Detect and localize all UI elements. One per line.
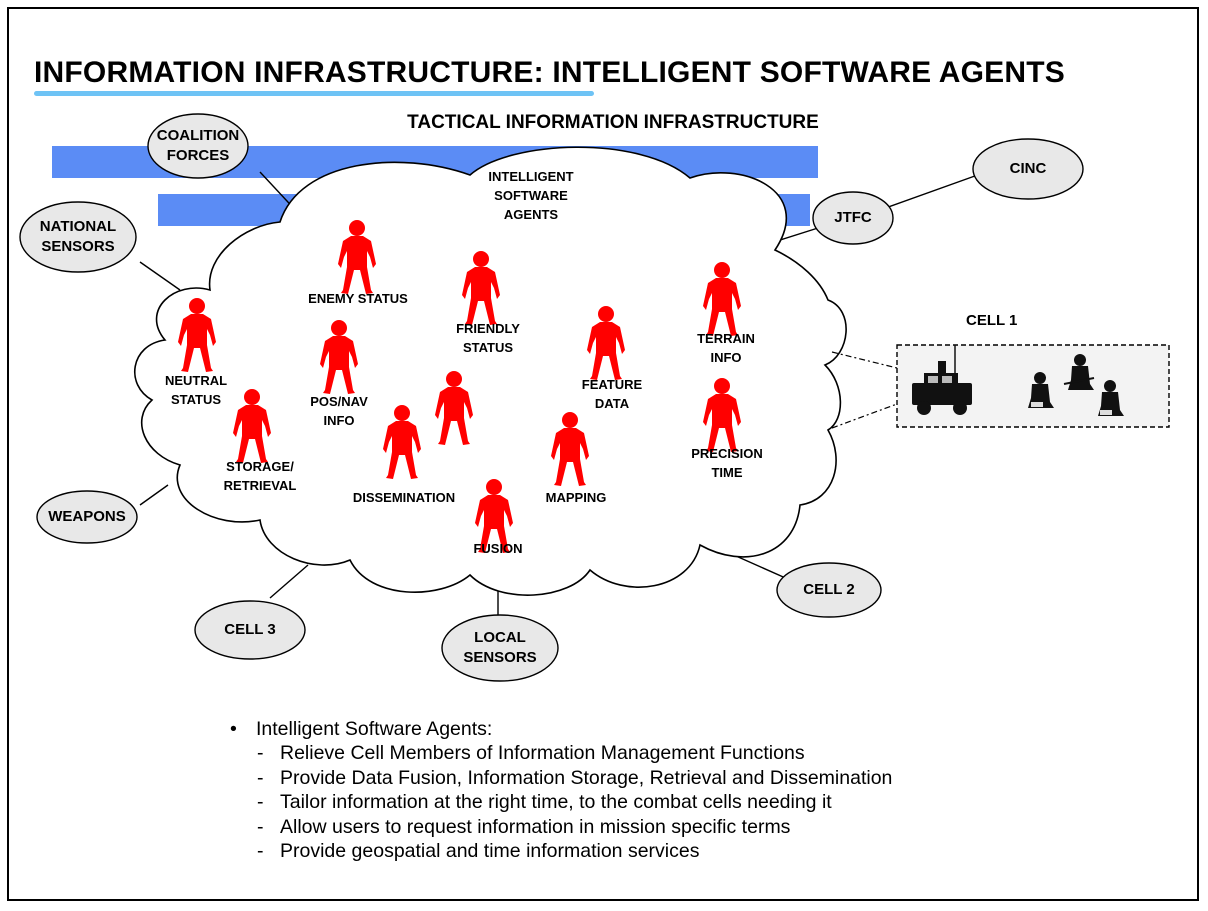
humvee-icon: [912, 345, 972, 415]
sub-bullet: -Allow users to request information in m…: [257, 815, 791, 838]
node-weapons: [36, 490, 138, 544]
label-mapping: MAPPING: [545, 490, 607, 505]
cell1-link-upper: [831, 351, 898, 369]
bullet-list: •Intelligent Software Agents: -Relieve C…: [230, 717, 892, 864]
node-jtfc: [812, 191, 894, 245]
label-storage-retrieval: STORAGE/RETRIEVAL: [223, 459, 297, 493]
sub-bullet: -Tailor information at the right time, t…: [257, 791, 832, 813]
cell1-link-lower: [831, 403, 898, 429]
bullet-dot: •: [230, 718, 237, 740]
link-weapons: [139, 484, 169, 506]
agent-cloud: [134, 146, 847, 596]
node-label-weapons: WEAPONS: [48, 508, 126, 525]
diagram-subtitle: TACTICAL INFORMATION INFRASTRUCTURE: [407, 112, 819, 133]
label-dissemination: DISSEMINATION: [352, 490, 456, 505]
sub-bullet: -Relieve Cell Members of Information Man…: [257, 742, 805, 764]
node-local-sensors: [441, 614, 559, 682]
link-cinc: [879, 171, 987, 211]
link-national: [139, 261, 181, 291]
sub-bullet-list: -Relieve Cell Members of Information Man…: [230, 741, 892, 864]
node-label-cinc: CINC: [1009, 160, 1047, 177]
link-cell3: [269, 564, 309, 599]
node-label-cell3: CELL 3: [224, 621, 276, 638]
node-national-sensors: [19, 201, 137, 273]
node-cell2: [776, 562, 882, 618]
node-label-jtfc: JTFC: [834, 209, 872, 226]
sub-bullet: -Provide Data Fusion, Information Storag…: [257, 766, 893, 789]
bullet-head: •Intelligent Software Agents:: [230, 718, 493, 740]
slide-title: INFORMATION INFRASTRUCTURE: INTELLIGENT …: [34, 56, 1065, 89]
label-fusion: FUSION: [473, 541, 523, 556]
node-cinc: [972, 138, 1084, 200]
sub-bullet: -Provide geospatial and time information…: [257, 840, 700, 862]
node-coalition-forces: [147, 113, 249, 179]
node-cell3: [194, 600, 306, 660]
label-enemy-status: ENEMY STATUS: [308, 291, 408, 306]
node-label-cell2: CELL 2: [803, 581, 855, 598]
soldier-icon: [1028, 354, 1124, 416]
cell1-label: CELL 1: [966, 312, 1018, 329]
title-underline: [34, 91, 594, 96]
